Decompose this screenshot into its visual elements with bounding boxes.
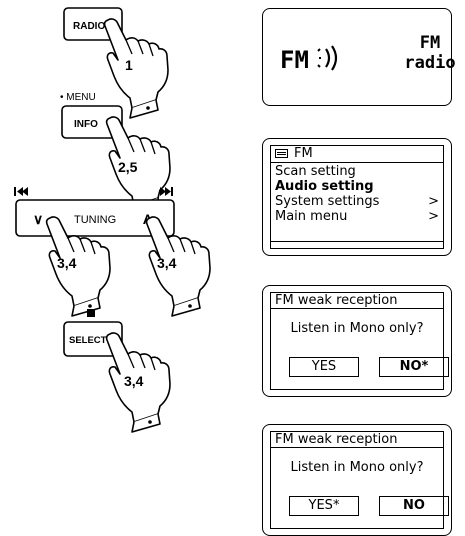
no-button[interactable]: NO* (379, 357, 449, 377)
submenu-arrow-icon: > (428, 209, 439, 224)
menu-item-label: Main menu (275, 209, 347, 224)
tuning-left-step-number: 3,4 (57, 255, 77, 271)
radio-button-label: RADIO (73, 21, 105, 32)
weak-reception-display: FM weak reception Listen in Mono only? Y… (270, 292, 444, 390)
fm-menu-screen: FM Scan setting Audio setting System set… (262, 138, 452, 256)
no-button[interactable]: NO (379, 496, 449, 516)
menu-item-label: System settings (275, 194, 379, 209)
weak-reception-screen-yes: FM weak reception Listen in Mono only? Y… (262, 424, 452, 536)
stop-icon (87, 309, 95, 317)
menu-header-title: FM (294, 146, 313, 161)
fm-mode-line2: radio (398, 53, 462, 73)
submenu-arrow-icon: > (428, 194, 439, 209)
fm-mode-line1: FM (398, 33, 462, 53)
tuning-right-step-number: 3,4 (157, 255, 177, 271)
weak-reception-screen-no: FM weak reception Listen in Mono only? Y… (262, 285, 452, 397)
radio-step-number: 1 (125, 57, 133, 73)
menu-list: Scan setting Audio setting System settin… (275, 164, 439, 224)
fm-radio-icon: FM (280, 39, 360, 79)
fm-menu-display: FM Scan setting Audio setting System set… (270, 145, 444, 249)
info-step-number: 2,5 (118, 159, 138, 175)
dialog-question: Listen in Mono only? (271, 460, 443, 475)
svg-text:FM: FM (280, 46, 309, 74)
menu-caption: • MENU (60, 92, 96, 103)
info-button-label: INFO (74, 119, 98, 130)
menu-item-main-menu[interactable]: Main menu > (275, 209, 439, 224)
pointing-hand-icon (105, 19, 168, 118)
menu-list-icon (275, 149, 288, 158)
menu-bottom-rule (271, 241, 443, 242)
menu-item-label: Audio setting (275, 179, 374, 194)
dialog-question: Listen in Mono only? (271, 321, 443, 336)
fm-mode-label: FM radio (398, 33, 462, 73)
yes-button[interactable]: YES (289, 357, 359, 377)
menu-item-scan-setting[interactable]: Scan setting (275, 164, 439, 179)
menu-header: FM (271, 146, 443, 163)
weak-reception-display: FM weak reception Listen in Mono only? Y… (270, 431, 444, 529)
yes-button[interactable]: YES* (289, 496, 359, 516)
select-button-label: SELECT (69, 335, 107, 346)
dialog-title: FM weak reception (271, 293, 443, 309)
tuning-label: TUNING (74, 214, 116, 226)
menu-item-audio-setting[interactable]: Audio setting (275, 179, 439, 194)
previous-track-icon (14, 187, 28, 196)
select-step-number: 3,4 (124, 373, 144, 389)
dialog-title: FM weak reception (271, 432, 443, 448)
fm-mode-display: FM FM radio (270, 15, 444, 99)
tuning-down-button[interactable]: ∨ (33, 211, 43, 227)
menu-item-system-settings[interactable]: System settings > (275, 194, 439, 209)
fm-mode-screen: FM FM radio (262, 8, 452, 106)
menu-item-label: Scan setting (275, 164, 356, 179)
